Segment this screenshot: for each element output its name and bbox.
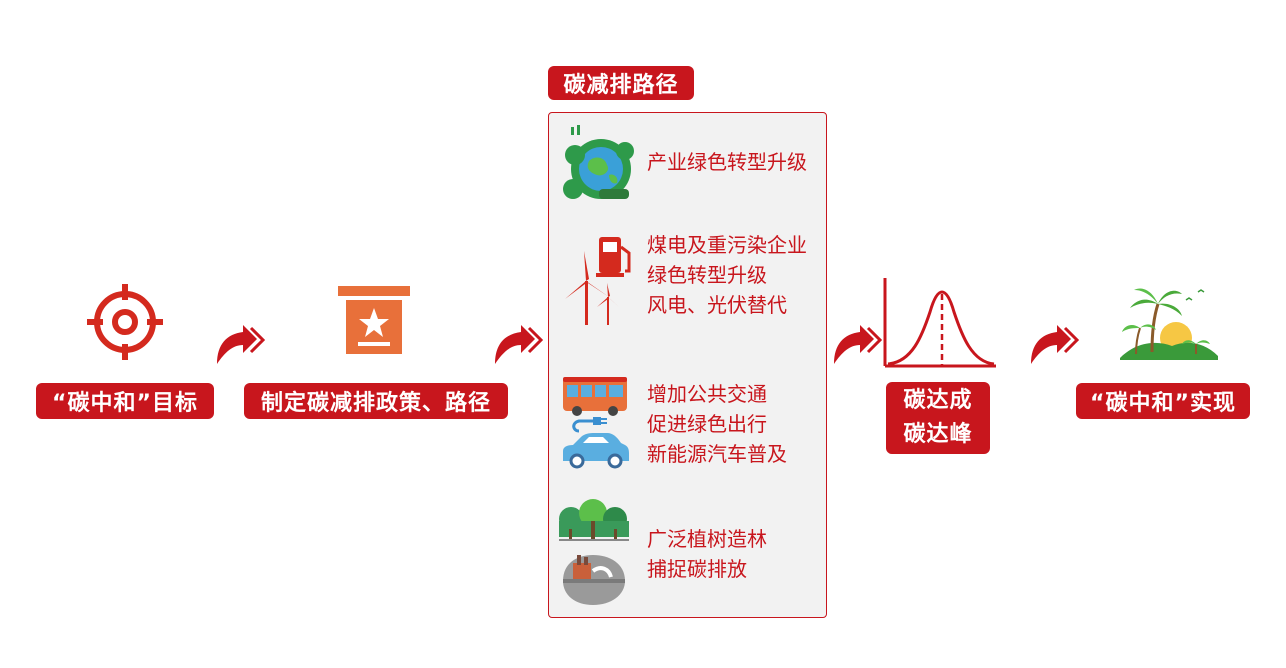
bus-ev-icon: [559, 375, 631, 473]
peak-label: 碳达成 碳达峰: [886, 382, 990, 454]
peak-label-line: 碳达成: [903, 388, 973, 413]
achieve-label: “碳中和”实现: [1076, 383, 1250, 419]
wind-turbine-fuel-icon: [563, 235, 633, 327]
path-item-text: 产业绿色转型升级: [647, 150, 807, 174]
panel-title: 碳减排路径: [548, 66, 694, 100]
forest-capture-icon: [557, 499, 631, 609]
policy-label: 制定碳减排政策、路径: [244, 383, 508, 419]
reduction-path-panel: 产业绿色转型升级 煤电及重污染企业 绿色转型升级 风电、光伏替代: [548, 112, 827, 618]
policy-badge-icon: [336, 284, 412, 358]
peak-label-line: 碳达峰: [903, 422, 973, 447]
arrow-right-icon: [491, 322, 543, 366]
goal-label: “碳中和”目标: [36, 383, 214, 419]
green-earth-icon: [559, 125, 635, 207]
arrow-right-icon: [830, 322, 882, 366]
arrow-right-icon: [1027, 322, 1079, 366]
path-item-text: 增加公共交通 促进绿色出行 新能源汽车普及: [647, 382, 787, 466]
peak-curve-icon: [882, 276, 998, 370]
path-item-text: 广泛植树造林 捕捉碳排放: [647, 527, 767, 581]
green-island-icon: [1116, 282, 1220, 362]
arrow-right-icon: [213, 322, 265, 366]
path-item-text: 煤电及重污染企业 绿色转型升级 风电、光伏替代: [647, 233, 807, 317]
target-icon: [86, 282, 164, 362]
